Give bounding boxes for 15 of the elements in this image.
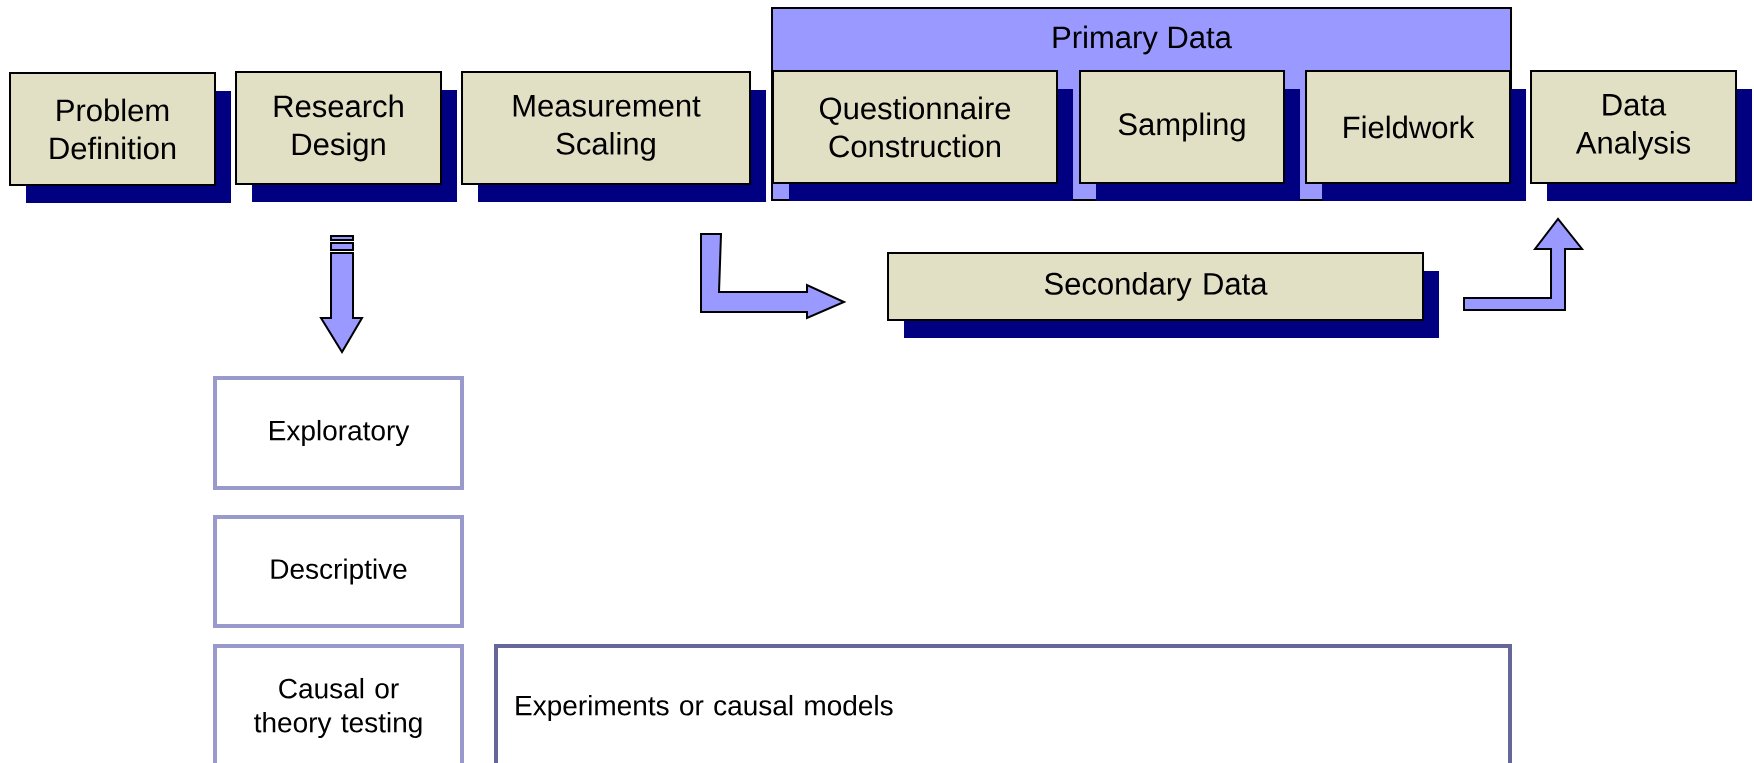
process-box: Sampling [1079, 70, 1300, 201]
description-box: Experiments or causal models [494, 644, 1512, 763]
process-box: Data Analysis [1530, 70, 1752, 201]
process-box: Secondary Data [887, 252, 1439, 338]
process-box: Measurement Scaling [461, 71, 766, 202]
category-box: Causal or theory testing [213, 644, 464, 763]
process-box: Fieldwork [1305, 70, 1526, 201]
category-box: Descriptive [213, 515, 464, 628]
category-box: Exploratory [213, 376, 464, 490]
block-arrow [700, 233, 847, 320]
process-box: Questionnaire Construction [772, 70, 1073, 201]
block-arrow [1463, 217, 1585, 311]
process-box: Problem Definition [9, 72, 231, 203]
process-box: Research Design [235, 71, 457, 202]
block-arrow [319, 235, 364, 354]
